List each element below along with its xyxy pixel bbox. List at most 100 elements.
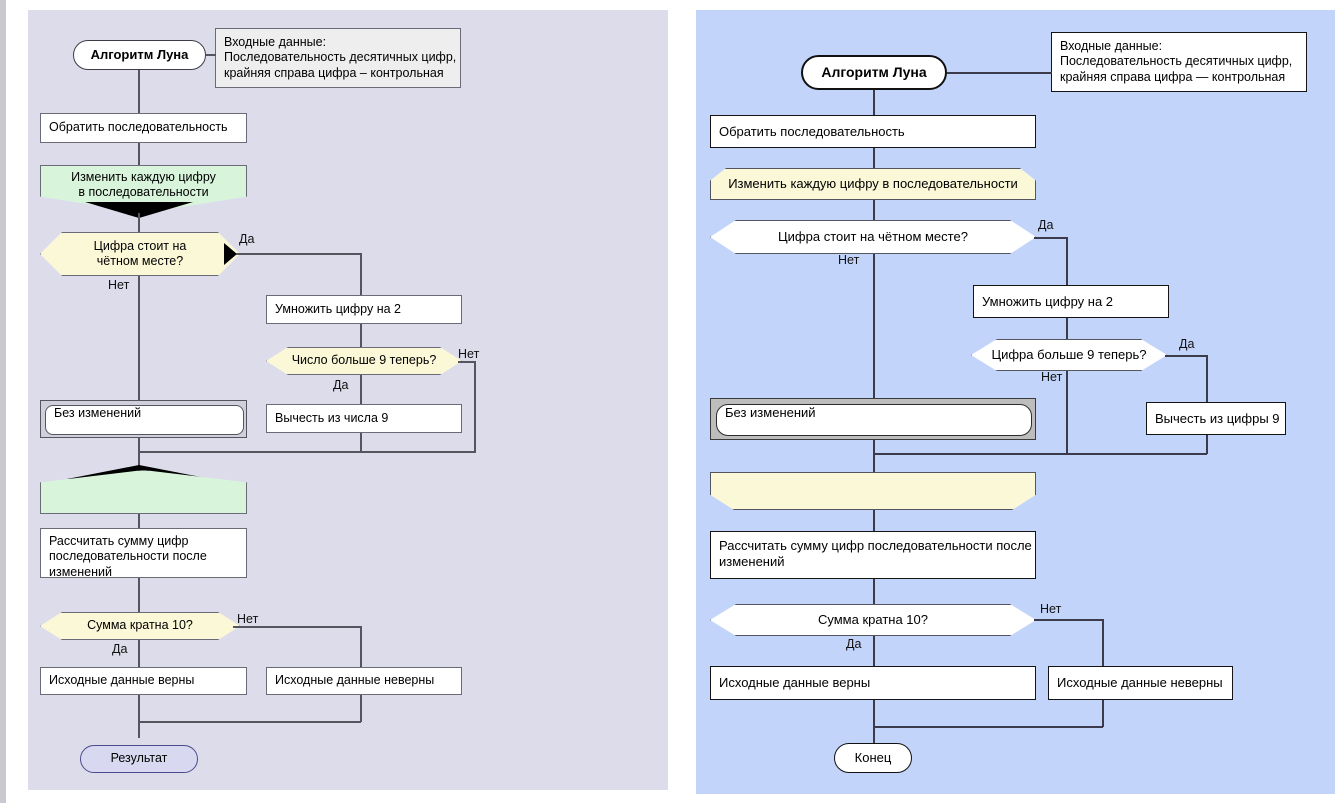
connector-even-yes-h [1034,237,1068,239]
connector-sum-decision [138,578,140,612]
node-multiply: Умножить цифру на 2 [266,295,462,324]
connector-loopend-sum [873,510,875,532]
node-loop-start: Изменить каждую цифру в последовательнос… [710,168,1036,200]
connector-nochange-down [873,440,875,480]
connector-gt9-no-h [458,361,476,363]
left-edge-strip [0,0,6,803]
connector-invalid-down [1102,700,1104,727]
node-start: Алгоритм Луна [801,55,947,90]
connector-gt9-yes-v [1206,355,1208,403]
node-invalid-label: Исходные данные неверны [275,673,435,688]
node-end-label: Результат [110,751,168,766]
connector-loopend-sum [138,514,140,529]
node-decision-greater-than-9-label: Число больше 9 теперь? [291,353,437,368]
node-invalid: Исходные данные неверны [266,667,462,695]
node-decision-even-position: Цифра стоит на чётном месте? [710,220,1036,254]
edge-label-mod10-yes: Да [846,637,862,651]
connector-even-yes-h [236,253,361,255]
connector-start-reverse [873,90,875,116]
connector-nochange-down [138,438,140,470]
connector-start-note [206,54,216,56]
node-reverse-label: Обратить последовательность [49,120,228,135]
connector-loopstart-decision [138,213,140,235]
node-start-label: Алгоритм Луна [90,47,189,63]
node-reverse: Обратить последовательность [40,113,247,143]
arrowhead-decision-even-yes [224,243,237,265]
edge-label-even-yes: Да [1038,218,1054,232]
connector-mod10-no-v [1102,619,1104,668]
connector-valid-down [873,700,875,744]
connector-mod10-yes-v [138,640,140,668]
node-input-note-label: Входные данные: Последовательность десят… [224,35,457,80]
connector-mod10-yes-v [873,636,875,668]
connector-end-bus [138,721,361,723]
edge-label-even-yes: Да [239,232,255,246]
node-end-label: Конец [854,750,892,766]
flowchart-panel-right: Алгоритм Луна Входные данные: Последоват… [696,10,1335,794]
connector-mod10-no-v [360,626,362,668]
node-decision-mod10: Сумма кратна 10? [710,604,1036,636]
edge-label-gt9-no: Нет [1041,370,1063,384]
arrowhead-loop-start [85,202,193,218]
node-decision-greater-than-9-label: Цифра больше 9 теперь? [991,347,1147,363]
node-loop-start-label: Изменить каждую цифру в последовательнос… [71,170,216,200]
node-multiply: Умножить цифру на 2 [973,285,1169,318]
node-loop-start-label: Изменить каждую цифру в последовательнос… [728,176,1018,192]
node-start: Алгоритм Луна [73,40,206,70]
connector-invalid-down [360,695,362,722]
node-end: Конец [834,743,912,773]
node-decision-mod10-label: Сумма кратна 10? [818,612,928,628]
edge-label-mod10-no: Нет [237,612,259,626]
node-subtract: Вычесть из цифры 9 [1146,402,1286,435]
node-decision-even-position: Цифра стоит на чётном месте? [40,232,240,276]
connector-multiply-decision [360,324,362,348]
node-valid-label: Исходные данные верны [719,675,871,691]
node-sum-label: Рассчитать сумму цифр последовательности… [49,534,207,579]
node-invalid: Исходные данные неверны [1048,666,1233,700]
flowchart-panel-left: Алгоритм Луна Входные данные: Последоват… [28,10,668,790]
node-invalid-label: Исходные данные неверны [1057,675,1223,691]
node-decision-even-position-label: Цифра стоит на чётном месте? [778,229,968,245]
connector-reverse-loopstart [873,148,875,169]
node-multiply-label: Умножить цифру на 2 [982,293,1114,309]
edge-label-mod10-yes: Да [112,642,128,656]
edge-label-gt9-yes: Да [1179,337,1195,351]
node-valid: Исходные данные верны [710,666,1036,700]
connector-valid-down [138,695,140,738]
node-subtract-label: Вычесть из числа 9 [275,410,389,425]
edge-label-gt9-yes: Да [333,378,349,392]
connector-merge-bus [138,451,476,453]
node-subtract: Вычесть из числа 9 [266,404,462,433]
node-no-change-inner: Без изменений [45,405,244,435]
connector-start-note [947,72,1052,74]
connector-multiply-decision [1066,318,1068,340]
connector-even-no-v [138,276,140,400]
node-input-note: Входные данные: Последовательность десят… [215,28,461,88]
node-input-note-label: Входные данные: Последовательность десят… [1060,39,1293,84]
connector-end-bus [873,726,1103,728]
connector-even-yes-v [360,253,362,296]
connector-merge-bus [873,453,1207,455]
connector-gt9-no-v [1066,371,1068,454]
node-multiply-label: Умножить цифру на 2 [275,301,401,316]
node-no-change-label: Без изменений [725,405,816,420]
node-reverse: Обратить последовательность [710,115,1036,148]
node-sum: Рассчитать сумму цифр последовательности… [40,528,247,579]
edge-label-mod10-no: Нет [1040,602,1062,616]
connector-gt9-no-v [474,361,476,452]
node-valid-label: Исходные данные верны [49,673,195,688]
node-subtract-label: Вычесть из цифры 9 [1155,410,1280,426]
node-reverse-label: Обратить последовательность [719,123,905,139]
edge-label-even-no: Нет [108,278,130,292]
connector-gt9-yes-v [360,375,362,405]
node-end: Результат [80,745,198,773]
node-sum: Рассчитать сумму цифр последовательности… [710,531,1036,579]
node-no-change-inner: Без изменений [716,404,1032,436]
connector-gt9-yes-h [1165,355,1207,357]
connector-reverse-loopstart [138,143,140,166]
node-sum-label: Рассчитать сумму цифр последовательности… [719,538,1032,569]
connector-mod10-no-h [1034,619,1104,621]
node-valid: Исходные данные верны [40,667,247,695]
connector-loopstart-decision [873,200,875,222]
